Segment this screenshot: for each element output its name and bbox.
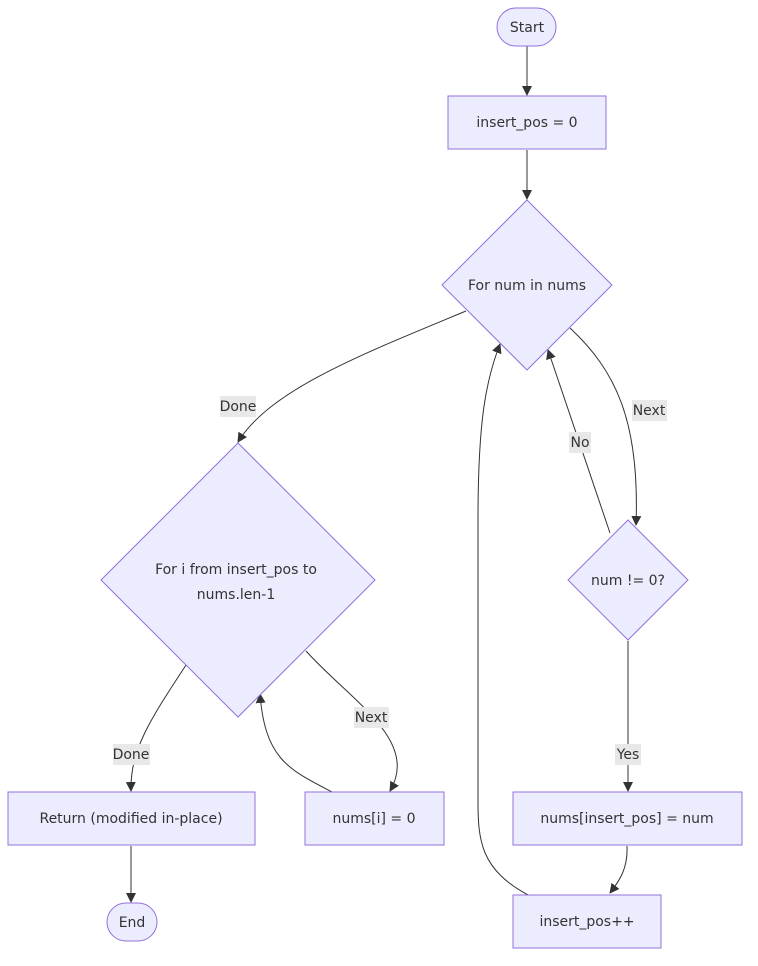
edge-label-done-inner: Done	[113, 744, 150, 765]
svg-text:Next: Next	[355, 710, 388, 726]
edge-label-next-outer: Next	[632, 400, 667, 421]
return-label: Return (modified in-place)	[39, 811, 222, 827]
end-node-label: End	[119, 915, 146, 931]
nodes: Start insert_pos = 0 For num in nums For…	[7, 7, 743, 949]
increment-label: insert_pos++	[539, 914, 634, 930]
svg-text:Yes: Yes	[616, 747, 640, 763]
edge-zero-to-inner	[255, 693, 333, 793]
svg-text:No: No	[570, 435, 589, 451]
svg-text:Next: Next	[633, 403, 666, 419]
for-i-label-line2: nums.len-1	[197, 587, 275, 603]
edge-labels: Done Next No Yes Next Done	[113, 396, 667, 765]
edge-loop-next	[569, 327, 642, 526]
num-check-decision: num != 0?	[567, 519, 689, 641]
edge-assign-to-increment	[609, 845, 628, 894]
for-i-decision: For i from insert_pos to nums.len-1	[100, 442, 376, 718]
for-i-label-line1: For i from insert_pos to	[155, 562, 317, 578]
for-num-decision: For num in nums	[441, 199, 613, 371]
zero-fill-node: nums[i] = 0	[304, 791, 445, 846]
edge-label-done-outer: Done	[220, 396, 257, 417]
start-node: Start	[496, 7, 557, 47]
edge-inner-done	[125, 664, 187, 792]
svg-text:Done: Done	[220, 399, 257, 415]
zero-fill-label: nums[i] = 0	[332, 811, 415, 827]
start-node-label: Start	[510, 20, 545, 36]
assign-node: nums[insert_pos] = num	[512, 791, 743, 846]
for-num-label: For num in nums	[468, 278, 586, 294]
return-node: Return (modified in-place)	[7, 791, 256, 846]
insert-pos-init-label: insert_pos = 0	[476, 115, 577, 131]
edge-increment-to-loop	[477, 343, 531, 897]
edge-label-yes: Yes	[615, 744, 641, 765]
increment-node: insert_pos++	[512, 894, 662, 949]
edge-label-no: No	[569, 432, 591, 453]
edge-loop-done	[237, 310, 467, 443]
num-check-label: num != 0?	[591, 573, 665, 589]
svg-text:Done: Done	[113, 747, 150, 763]
insert-pos-init-node: insert_pos = 0	[447, 95, 607, 150]
assign-label: nums[insert_pos] = num	[540, 811, 713, 827]
edge-label-next-inner: Next	[354, 707, 389, 728]
end-node: End	[106, 902, 158, 942]
